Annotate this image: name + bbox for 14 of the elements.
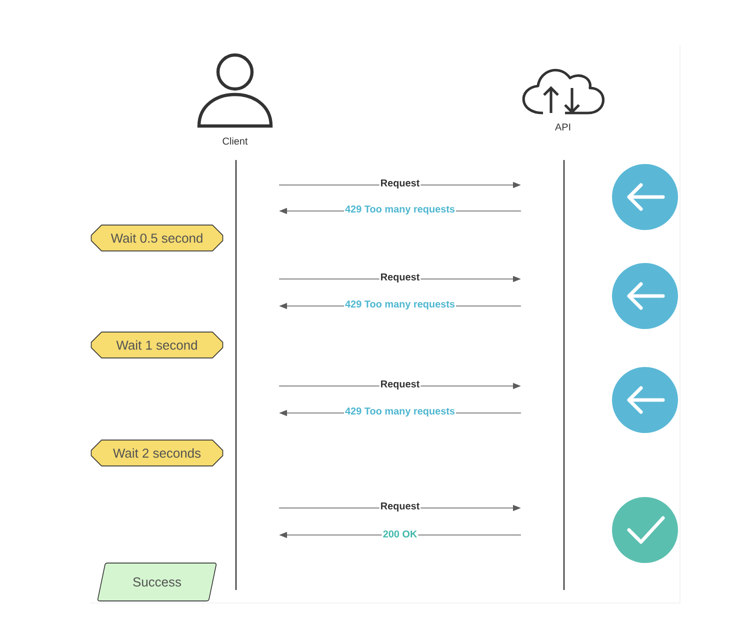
message-label: Request xyxy=(379,178,421,190)
message-label: 429 Too many requests xyxy=(344,204,456,216)
message-label: 200 OK xyxy=(382,529,418,539)
message-label: 429 Too many requests xyxy=(344,406,456,418)
actor-label: Client xyxy=(222,137,248,145)
actor-label: API xyxy=(555,124,570,130)
wait-hexagon: Wait 1 second xyxy=(90,332,224,358)
message-label: Request xyxy=(379,502,421,512)
result-parallelogram: Success xyxy=(97,562,217,602)
wait-hexagon: Wait 2 seconds xyxy=(90,440,224,466)
message-label: 429 Too many requests xyxy=(344,299,456,310)
message-label: Request xyxy=(379,380,421,390)
message-label: Request xyxy=(379,272,421,284)
wait-hexagon: Wait 0.5 second xyxy=(90,224,224,252)
